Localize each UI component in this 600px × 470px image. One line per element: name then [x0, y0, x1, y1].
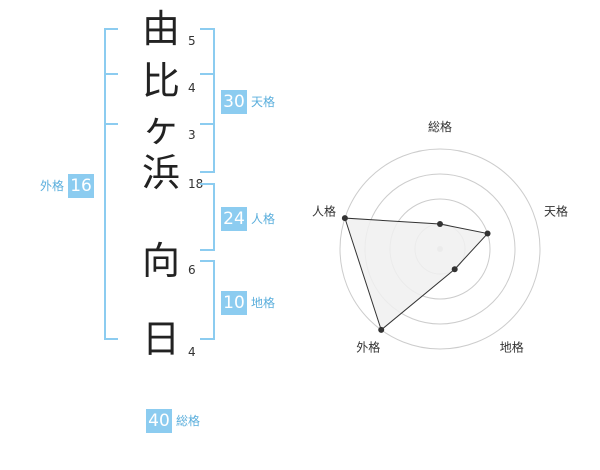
- stroke-count-4: 18: [188, 177, 204, 191]
- radar-axis-label-4: 外格: [356, 340, 380, 355]
- chikaku-value: 10: [221, 291, 247, 315]
- jinkaku-label: 人格: [251, 212, 276, 226]
- radar-axis-label-2: 天格: [544, 203, 568, 218]
- chikaku-label: 地格: [251, 296, 276, 310]
- gaikaku-tick-1: [104, 73, 118, 75]
- radar-point-5: [341, 215, 348, 222]
- jinkaku-badge: 24 人格: [221, 207, 275, 231]
- radar-point-2: [484, 230, 491, 237]
- soukaku-badge: 40 総格: [146, 409, 200, 433]
- tenkaku-bracket: [200, 28, 215, 173]
- stroke-count-3: 3: [188, 128, 196, 142]
- name-char-3: ヶ: [141, 106, 180, 150]
- radar-grid-ring: [339, 148, 541, 350]
- name-char-5: 向: [141, 239, 180, 283]
- name-char-6: 日: [141, 317, 180, 361]
- tenkaku-value: 30: [221, 90, 247, 114]
- radar-value-polygon: [344, 217, 489, 331]
- jinkaku-value: 24: [221, 207, 247, 231]
- tenkaku-tick-2: [200, 123, 215, 125]
- gaikaku-value: 16: [68, 174, 95, 198]
- gaikaku-badge: 16 外格: [40, 174, 95, 198]
- soukaku-value: 40: [146, 409, 172, 433]
- name-char-2: 比: [141, 59, 180, 103]
- chikaku-badge: 10 地格: [221, 291, 275, 315]
- soukaku-label: 総格: [176, 414, 201, 428]
- radar-axis-label-5: 人格: [312, 203, 336, 218]
- tenkaku-tick-1: [200, 73, 215, 75]
- radar-point-1: [437, 221, 443, 227]
- name-char-1: 由: [141, 7, 180, 51]
- tenkaku-badge: 30 天格: [221, 90, 275, 114]
- stroke-count-2: 4: [188, 81, 196, 95]
- gaikaku-bracket: [104, 28, 118, 340]
- radar-point-3: [451, 266, 458, 273]
- stroke-count-1: 5: [188, 34, 196, 48]
- jinkaku-bracket: [200, 183, 215, 251]
- radar-axis-label-1: 総格: [428, 119, 452, 134]
- tenkaku-label: 天格: [251, 95, 276, 109]
- name-char-4: 浜: [141, 151, 180, 195]
- radar-axis-label-3: 地格: [500, 340, 524, 355]
- gaikaku-label: 外格: [40, 179, 65, 193]
- stroke-count-5: 6: [188, 263, 196, 277]
- stroke-count-6: 4: [188, 345, 196, 359]
- gaikaku-tick-2: [104, 123, 118, 125]
- chikaku-bracket: [200, 260, 215, 340]
- radar-point-4: [378, 326, 385, 333]
